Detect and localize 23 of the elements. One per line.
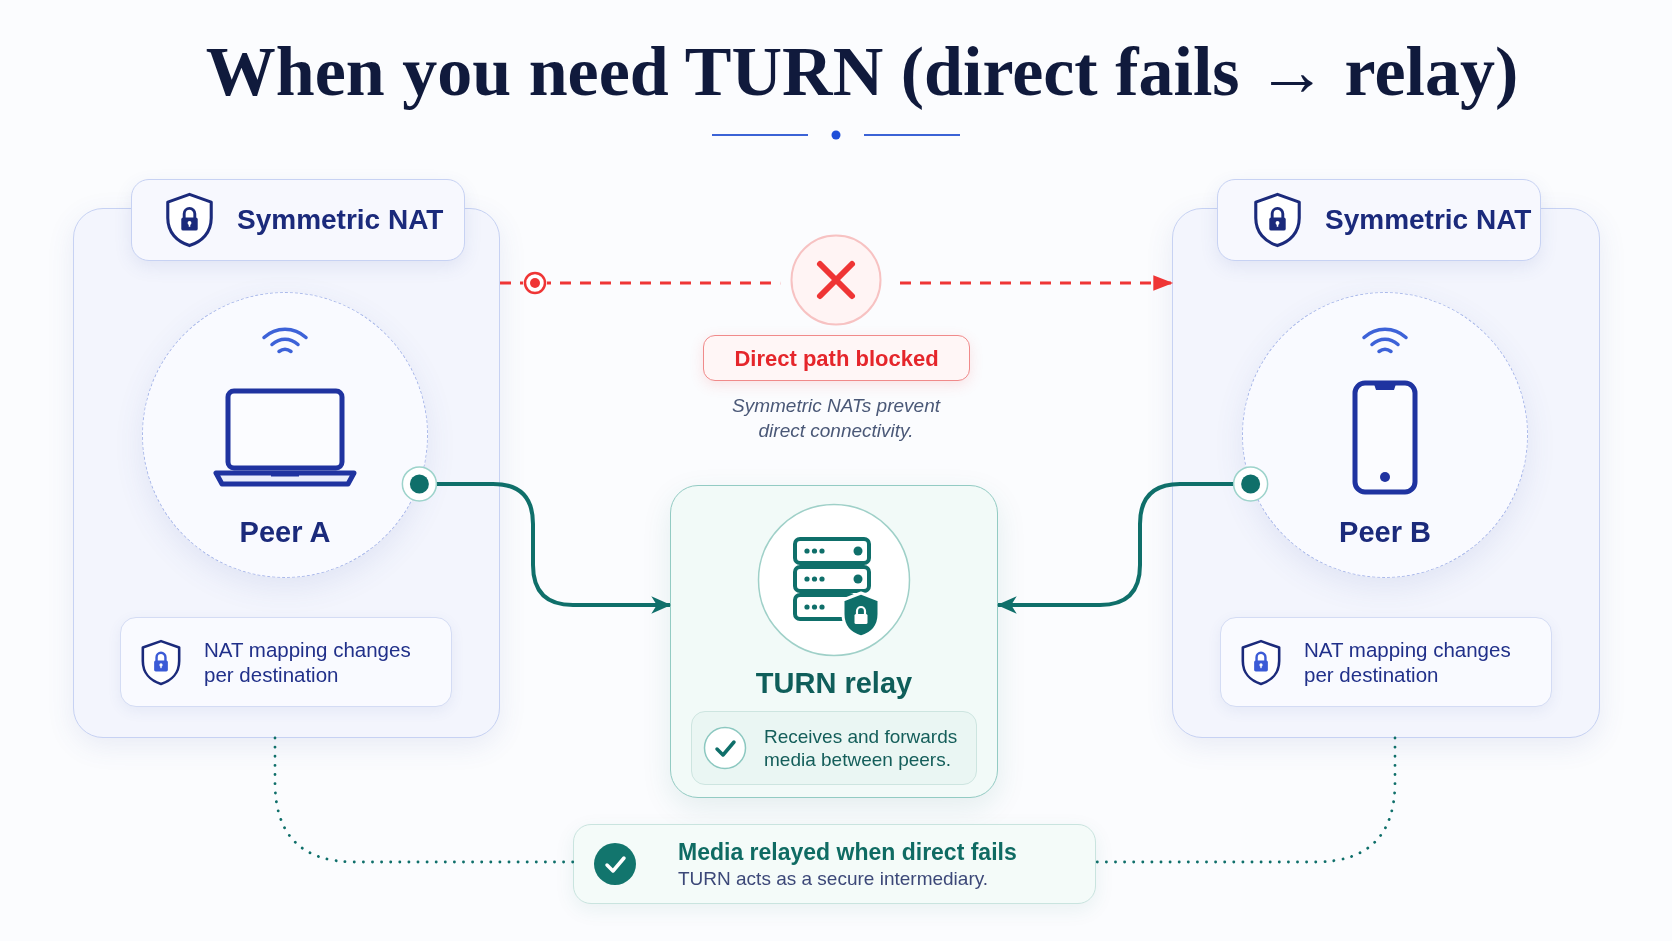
relay-title: TURN relay [755,666,913,701]
feature-card [691,711,977,785]
note-text: NAT mapping changes per destination [204,637,412,687]
dashed-arrow [500,275,1174,291]
note-text: NAT mapping changes per destination [1304,637,1512,687]
note-card [120,617,452,707]
note-card [1220,617,1552,707]
panel-title: Symmetric NAT [237,203,444,237]
curved-arrow [996,466,1269,614]
dotted-line [273,736,575,864]
summary-title: Media relayed when direct fails [678,837,1017,866]
diagram-title: When you need TURN (direct fails → relay) [205,32,1519,112]
summary-subtitle: TURN acts as a secure intermediary. [678,866,990,891]
feature-text: Receives and forwards media between peers. [764,725,959,771]
curved-arrow [401,466,672,614]
blocked-status-tag: Direct path blocked [703,335,970,381]
peer-label: Peer B [1339,515,1431,550]
summary-card [573,824,1096,904]
relay-card [670,485,998,798]
peer-label: Peer A [239,515,331,550]
caption-text: Symmetric NATs prevent direct connectivity. [731,394,942,443]
panel-title: Symmetric NAT [1325,203,1532,237]
dotted-line [1094,736,1397,864]
